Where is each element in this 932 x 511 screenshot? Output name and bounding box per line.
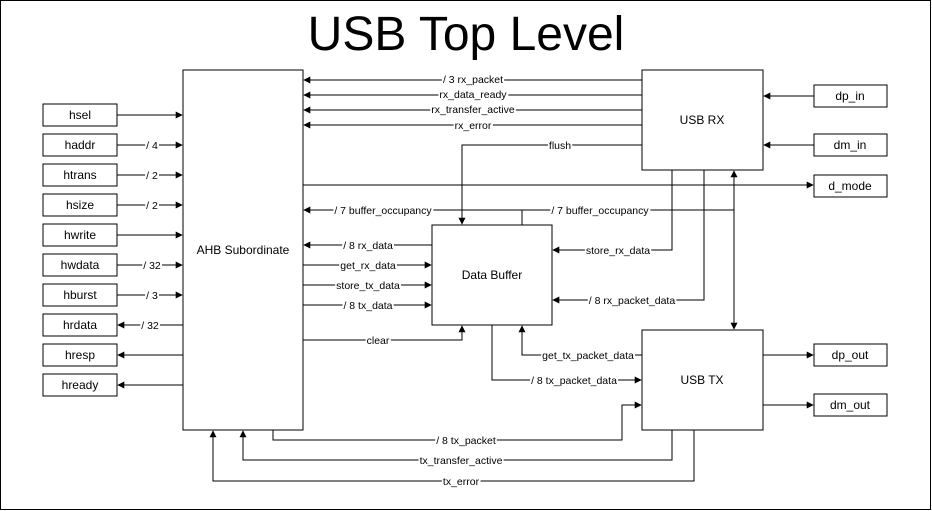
ahb-subordinate-label: AHB Subordinate [197,243,290,257]
svg-text:hready: hready [62,378,99,392]
wire-flush [458,144,642,225]
port-d-mode: d_mode [813,174,888,198]
label-backing [435,435,497,447]
label-tx-packet-data: / 8 tx_packet_data [531,375,617,387]
label-tx-data: / 8 tx_data [343,300,392,312]
label-backing [441,74,505,86]
label-backing [584,245,652,257]
svg-text:dp_in: dp_in [835,89,864,103]
label-rx-packet: / 3 rx_packet [443,74,503,86]
label-backing [145,200,159,212]
usb-tx-label: USB TX [680,373,723,387]
label-backing [342,300,394,312]
svg-text:hwdata: hwdata [61,258,100,272]
label-rx-data-ready: rx_data_ready [439,89,507,101]
svg-text:dm_out: dm_out [830,398,871,412]
svg-text:htrans: htrans [63,168,96,182]
label-backing [145,170,159,182]
label-backing [547,140,573,152]
hburst-width: / 3 [146,290,158,302]
svg-text:hburst: hburst [63,288,97,302]
label-backing [335,280,401,292]
label-rx-packet-data: / 8 rx_packet_data [589,295,676,307]
label-get-tx-packet-data: get_tx_packet_data [542,350,634,362]
port-hsize: hsize [42,193,118,217]
diagram-title: USB Top Level [308,8,625,61]
label-backing [145,290,159,302]
label-flush: flush [549,140,571,152]
usb-rx-label: USB RX [680,113,725,127]
svg-text:hresp: hresp [65,348,95,362]
label-backing [441,476,481,488]
port-htrans: htrans [42,163,118,187]
data-buffer-label: Data Buffer [462,268,522,282]
label-get-rx-data: get_rx_data [340,260,396,272]
label-rx-error: rx_error [455,120,492,132]
wire-tx-packet [272,401,642,441]
svg-text:hsel: hsel [69,108,91,122]
label-buffer-occupancy-right: / 7 buffer_occupancy [551,205,649,217]
ahb-subordinate-block: AHB Subordinate [182,69,304,431]
wire-rx-packet-data [552,170,705,304]
port-dp-out: dp_out [813,343,888,367]
svg-text:d_mode: d_mode [828,179,872,193]
label-rx-transfer-active: rx_transfer_active [431,104,515,116]
label-tx-error: tx_error [443,476,480,488]
port-dm-in: dm_in [813,133,888,157]
label-backing [438,89,509,101]
data-buffer-block: Data Buffer [431,224,553,326]
label-backing [550,205,651,217]
label-backing [145,140,159,152]
label-store-tx-data: store_tx_data [336,280,400,292]
label-rx-data: / 8 rx_data [343,240,393,252]
haddr-width: / 4 [146,140,158,152]
label-backing [142,260,162,272]
label-buffer-occupancy-left: / 7 buffer_occupancy [334,205,432,217]
svg-text:dm_in: dm_in [834,138,867,152]
port-haddr: haddr [42,133,118,157]
hrdata-width: / 32 [141,320,159,332]
label-backing [140,320,160,332]
port-hwrite: hwrite [42,223,118,247]
label-tx-transfer-active: tx_transfer_active [420,455,503,467]
svg-text:haddr: haddr [65,138,96,152]
wire-clear [303,325,466,341]
usb-tx-block: USB TX [641,329,764,431]
port-hsel: hsel [42,103,118,127]
svg-text:hwrite: hwrite [64,228,96,242]
port-hrdata: hrdata [42,313,118,337]
label-backing [453,120,493,132]
label-backing [333,205,434,217]
svg-text:dp_out: dp_out [832,348,869,362]
hsize-width: / 2 [146,200,158,212]
label-tx-packet: / 8 tx_packet [436,435,496,447]
label-backing [541,350,635,362]
label-backing [530,375,619,387]
label-backing [339,260,397,272]
label-store-rx-data: store_rx_data [586,245,650,257]
label-backing [430,104,516,116]
port-dm-out: dm_out [813,393,888,417]
port-hresp: hresp [42,343,118,367]
label-backing [342,240,394,252]
port-hwdata: hwdata [42,253,118,277]
port-hburst: hburst [42,283,118,307]
label-backing [365,335,391,347]
port-hready: hready [42,373,118,397]
svg-text:hsize: hsize [66,198,94,212]
htrans-width: / 2 [146,170,158,182]
hwdata-width: / 32 [143,260,161,272]
svg-text:hrdata: hrdata [63,318,97,332]
label-backing [587,295,677,307]
usb-rx-block: USB RX [641,69,764,171]
label-clear: clear [367,335,390,347]
label-backing [418,455,504,467]
port-dp-in: dp_in [813,84,888,108]
